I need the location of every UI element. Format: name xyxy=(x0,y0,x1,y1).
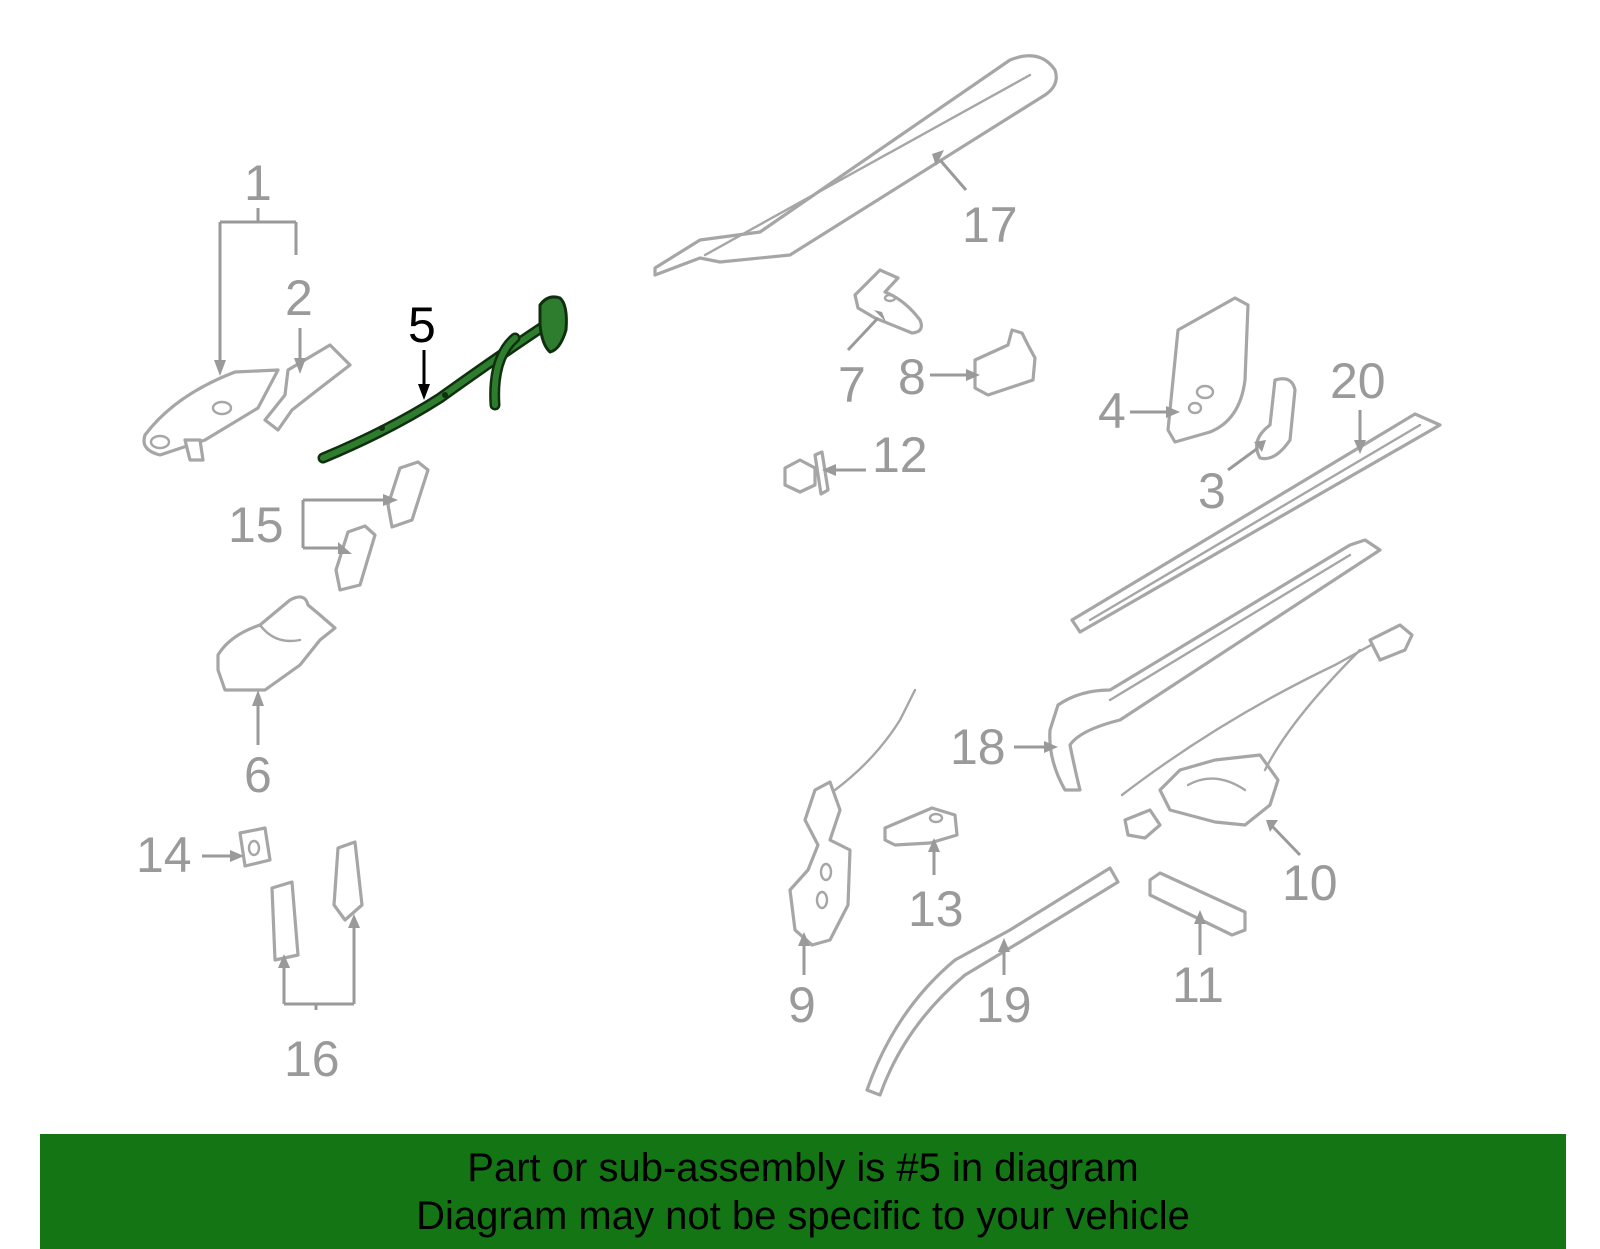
callout-16: 16 xyxy=(284,1031,340,1087)
part-3-bumper[interactable] xyxy=(1255,377,1297,461)
callout-15: 15 xyxy=(228,497,284,553)
callout-10: 10 xyxy=(1282,855,1338,911)
callout-6: 6 xyxy=(244,747,272,803)
part-13-plate[interactable] xyxy=(883,806,959,847)
part-16-seals[interactable] xyxy=(270,840,364,962)
part-18-channel[interactable] xyxy=(1048,538,1382,792)
banner-line-2: Diagram may not be specific to your vehi… xyxy=(416,1194,1190,1238)
part-8-bracket[interactable] xyxy=(973,328,1037,397)
part-7-pin[interactable] xyxy=(853,268,923,335)
parts-diagram: 1 2 5 15 6 14 16 17 7 8 12 4 3 20 18 10 … xyxy=(136,54,1442,1097)
leader-lines xyxy=(202,150,1366,1010)
callout-4: 4 xyxy=(1098,383,1126,439)
part-1-bracket[interactable] xyxy=(142,368,280,462)
callout-2: 2 xyxy=(285,270,313,326)
callout-11: 11 xyxy=(1172,957,1224,1013)
part-6-housing[interactable] xyxy=(216,595,337,692)
part-12-clip[interactable] xyxy=(783,450,830,496)
callout-20: 20 xyxy=(1330,353,1386,409)
part-2-bracket[interactable] xyxy=(263,343,352,432)
part-15-clips[interactable] xyxy=(334,460,430,592)
callout-14: 14 xyxy=(136,827,192,883)
part-19-seal[interactable] xyxy=(865,866,1120,1097)
callout-labels: 1 2 5 15 6 14 16 17 7 8 12 4 3 20 18 10 … xyxy=(136,155,1386,1087)
callout-12: 12 xyxy=(872,427,928,483)
part-17-rail[interactable] xyxy=(653,54,1058,277)
callout-18: 18 xyxy=(950,719,1006,775)
part-4-pad[interactable] xyxy=(1166,296,1250,444)
callout-13: 13 xyxy=(908,881,964,937)
part-11-bar[interactable] xyxy=(1148,871,1247,937)
part-10-latch[interactable] xyxy=(1120,623,1414,840)
callout-19: 19 xyxy=(976,977,1032,1033)
callout-5: 5 xyxy=(408,297,436,353)
part-5-harness[interactable] xyxy=(317,295,568,464)
callout-7: 7 xyxy=(838,357,866,413)
part-14-clip[interactable] xyxy=(238,826,272,868)
callout-1: 1 xyxy=(244,155,272,211)
info-banner: Part or sub-assembly is #5 in diagram Di… xyxy=(40,1134,1566,1249)
part-20-strip[interactable] xyxy=(1070,412,1442,634)
banner-line-1: Part or sub-assembly is #5 in diagram xyxy=(467,1146,1139,1190)
callout-3: 3 xyxy=(1198,463,1226,519)
part-9-hinge[interactable] xyxy=(788,688,917,947)
callout-8: 8 xyxy=(898,349,926,405)
callout-17: 17 xyxy=(962,197,1018,253)
callout-9: 9 xyxy=(788,977,816,1033)
